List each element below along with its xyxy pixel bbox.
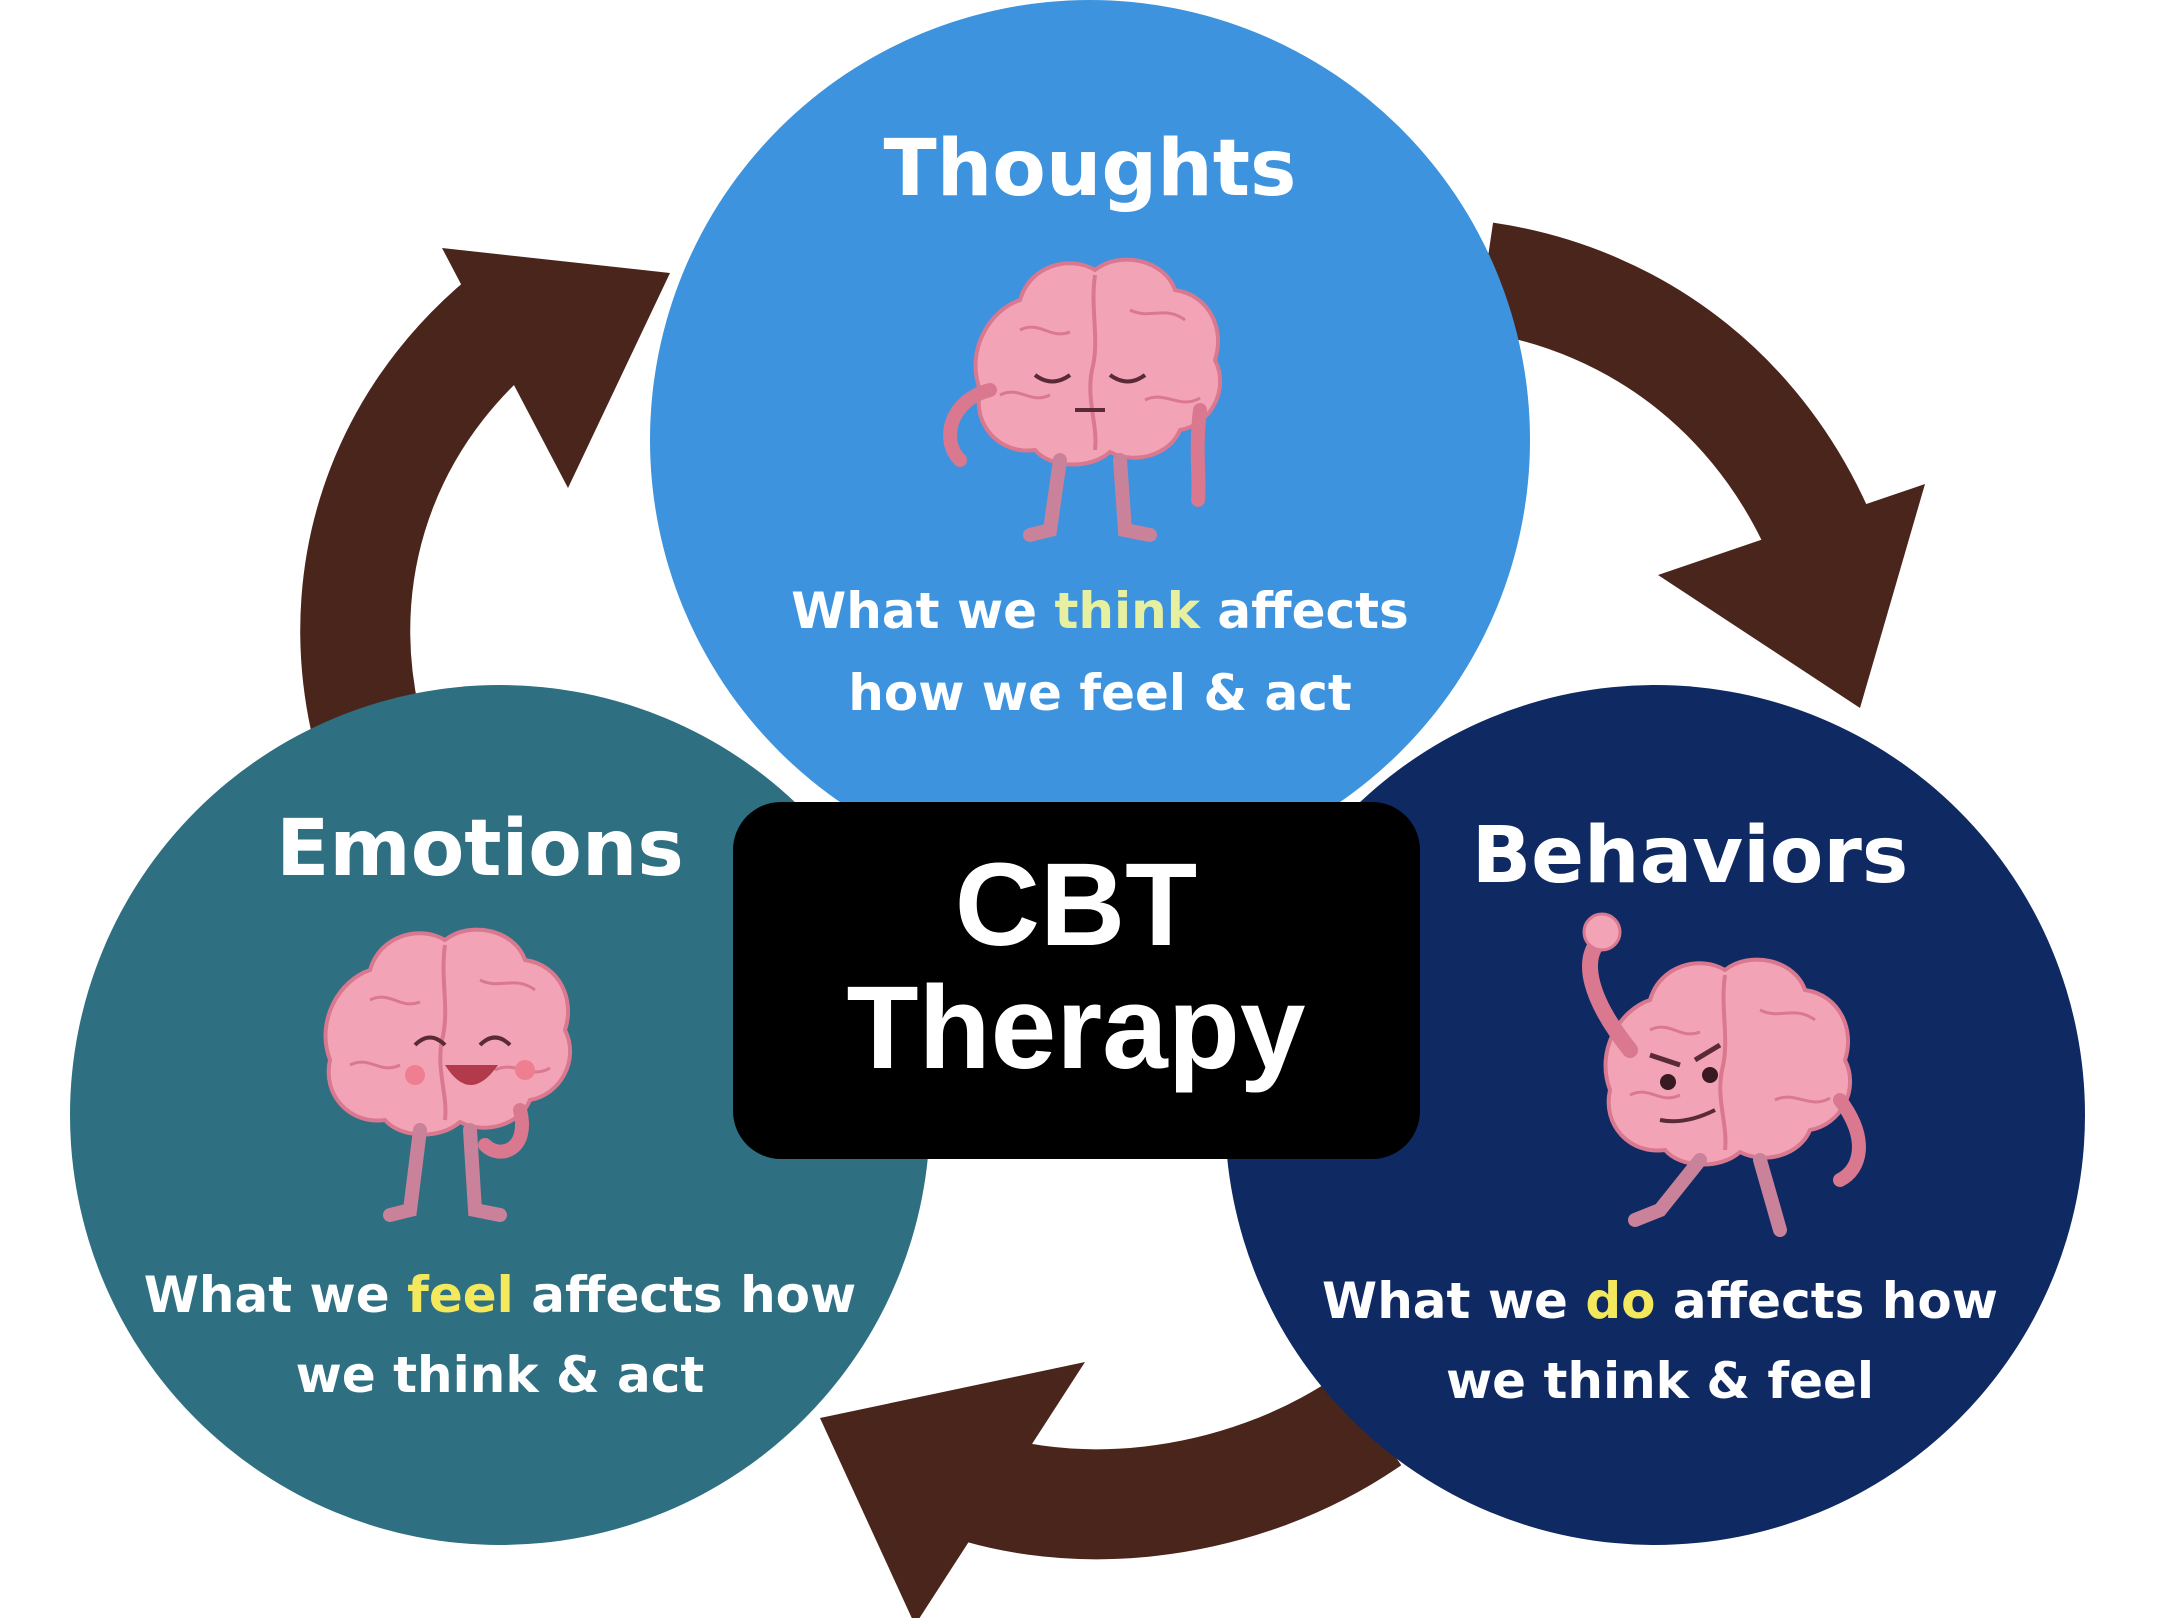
node-emotions-desc-line2: we think & act: [296, 1346, 705, 1404]
node-thoughts: Thoughts What we think affects how we fe…: [650, 0, 1530, 880]
center-title-line2: Therapy: [846, 962, 1305, 1094]
node-emotions-title: Emotions: [276, 804, 684, 894]
node-emotions: Emotions What we feel affects how we thi…: [70, 685, 930, 1545]
cycle-arrow-behaviors-to-emotions: [820, 1362, 1402, 1618]
node-behaviors-title: Behaviors: [1472, 811, 1909, 901]
active-brain-icon: [1582, 912, 1866, 1237]
center-title-line1: CBT: [955, 839, 1198, 971]
cycle-arrow-emotions-to-thoughts: [300, 248, 670, 732]
node-emotions-desc-line1: What we feel affects how: [144, 1266, 856, 1324]
node-thoughts-desc-line1: What we think affects: [791, 582, 1409, 640]
center-box: CBT Therapy: [733, 802, 1420, 1159]
thinking-brain-icon: [943, 257, 1223, 542]
cycle-arrow-thoughts-to-behaviors: [1476, 222, 1925, 708]
node-behaviors: Behaviors What we do affects how we thin…: [1225, 685, 2085, 1545]
node-behaviors-desc-line2: we think & feel: [1446, 1352, 1874, 1410]
node-thoughts-title: Thoughts: [884, 124, 1297, 214]
node-behaviors-desc-line1: What we do affects how: [1322, 1272, 1998, 1330]
laughing-brain-icon: [323, 927, 573, 1222]
node-thoughts-desc-line2: how we feel & act: [848, 664, 1351, 722]
